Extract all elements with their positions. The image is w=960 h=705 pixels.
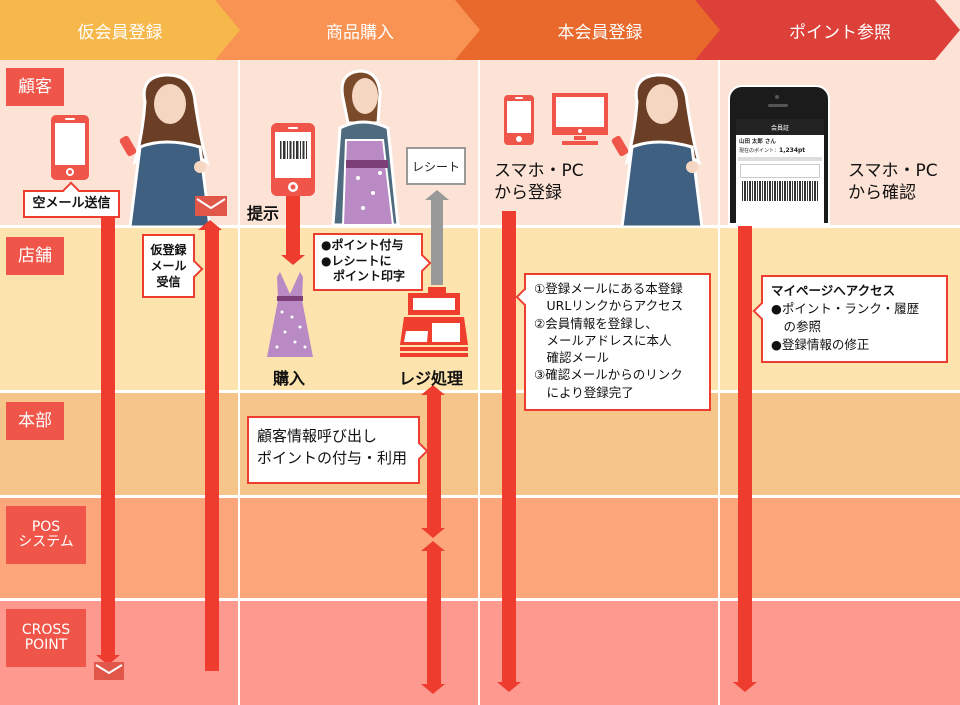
arrow-head-down — [96, 655, 120, 665]
lane-headquarters: 本部 — [0, 393, 960, 495]
mypage-access-callout: マイページへアクセス ●ポイント・ランク・履歴 の参照 ●登録情報の修正 — [752, 275, 948, 363]
stage-full-registration: 本会員登録 — [455, 0, 720, 60]
envelope-icon — [94, 662, 124, 684]
smartphone-icon — [504, 95, 534, 149]
flow-arrow-send-mail — [101, 218, 115, 656]
arrow-head-down — [497, 682, 521, 692]
flow-arrow-pos-to-crosspoint — [427, 551, 441, 685]
purchase-label: 購入 — [273, 369, 306, 388]
stage-provisional-registration: 仮会員登録 — [0, 0, 240, 60]
flow-arrow-point-reference — [738, 226, 752, 683]
send-empty-mail-callout: 空メール送信 — [23, 181, 120, 218]
envelope-icon — [195, 196, 227, 220]
mypage-smartphone-screenshot: 会員証 山田 太郎 さん 現在のポイント：1,234pt — [728, 85, 830, 225]
lane-crosspoint: CROSS POINT — [0, 601, 960, 705]
register-from-device-label: スマホ・PC から登録 — [494, 161, 584, 204]
arrow-head-up — [198, 220, 222, 230]
arrow-head-down — [421, 684, 445, 694]
customer-with-dress-illustration — [328, 68, 413, 232]
arrow-head-down — [421, 528, 445, 538]
dress-icon — [265, 272, 315, 361]
arrow-head-up — [425, 190, 449, 200]
arrow-head-down — [733, 682, 757, 692]
receipt-icon: レシート — [406, 147, 466, 185]
flow-arrow-register-to-pos — [427, 395, 441, 529]
lane-label-headquarters: 本部 — [6, 402, 64, 440]
flow-arrow-receive-mail — [205, 230, 219, 671]
confirm-from-device-label: スマホ・PC から確認 — [848, 161, 938, 204]
customer-woman-illustration — [115, 72, 225, 231]
column-divider — [718, 60, 720, 705]
flow-arrow-present — [286, 196, 300, 256]
barcode-smartphone-icon — [271, 123, 315, 200]
stage-point-reference: ポイント参照 — [695, 0, 960, 60]
lane-label-pos-system: POS システム — [6, 506, 86, 564]
stage-product-purchase: 商品購入 — [215, 0, 480, 60]
cash-register-icon — [400, 287, 468, 363]
present-label: 提示 — [247, 204, 280, 223]
column-divider — [238, 60, 240, 705]
lane-pos-system: POS システム — [0, 498, 960, 598]
pc-monitor-icon — [552, 93, 608, 151]
arrow-head-up — [421, 385, 445, 395]
hq-customer-info-callout: 顧客情報呼び出し ポイントの付与・利用 — [247, 416, 429, 484]
receive-mail-callout: 仮登録 メール 受信 — [142, 234, 204, 298]
registration-steps-callout: ①登録メールにある本登録 URLリンクからアクセス ②会員情報を登録し、 メール… — [515, 273, 711, 411]
customer-woman-illustration — [607, 72, 717, 231]
register-process-label: レジ処理 — [399, 369, 464, 388]
lane-label-customer: 顧客 — [6, 68, 64, 106]
register-callout: ●ポイント付与 ●レシートに ポイント印字 — [313, 233, 432, 291]
arrow-head-up — [421, 541, 445, 551]
process-stage-header: 仮会員登録 商品購入 本会員登録 ポイント参照 — [0, 0, 960, 60]
smartphone-icon — [51, 115, 89, 184]
flow-arrow-full-registration — [502, 211, 516, 683]
arrow-head-down — [281, 255, 305, 265]
lane-label-crosspoint: CROSS POINT — [6, 609, 86, 667]
column-divider — [478, 60, 480, 705]
lane-label-store: 店舗 — [6, 237, 64, 275]
flow-arrow-receipt — [431, 200, 443, 285]
